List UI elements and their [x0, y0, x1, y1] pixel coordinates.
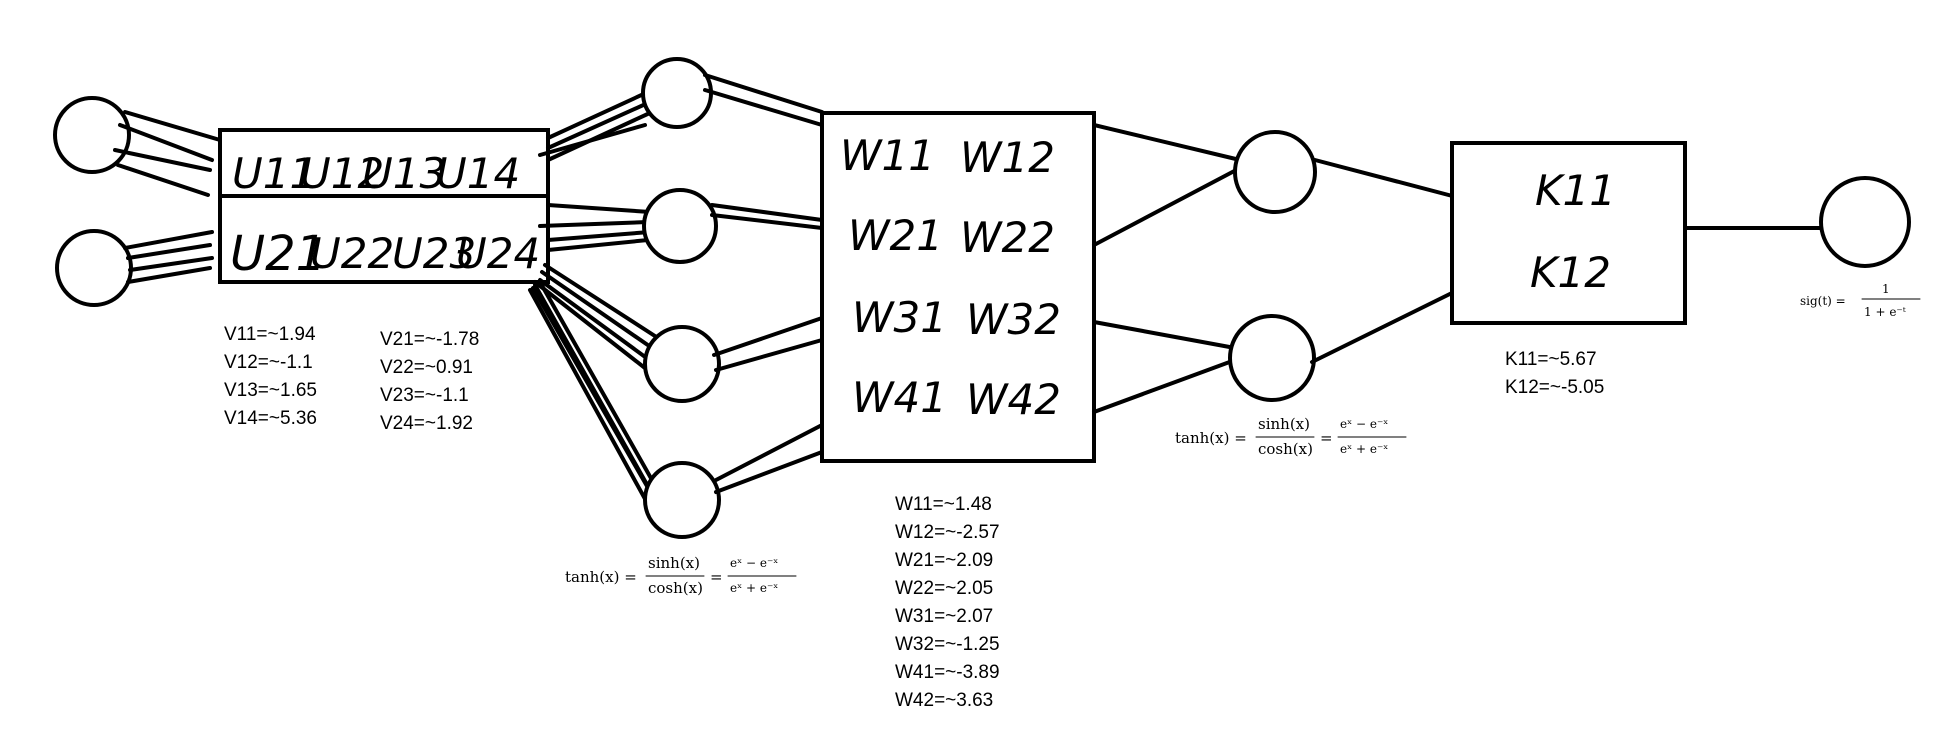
u-row-1: U11 U12 U13 U14 [232, 149, 520, 198]
w-label: W22 [960, 213, 1055, 262]
formula-equals: = [1320, 429, 1333, 447]
v-value: V14=~5.36 [224, 408, 317, 429]
formula-lhs: tanh(x) = [565, 568, 637, 586]
u-row-2: U21 U22 U23 U24 [230, 226, 540, 282]
formula-numerator: eˣ − e⁻ˣ [730, 556, 778, 570]
w-value: W11=~1.48 [895, 494, 992, 515]
formula-denominator: eˣ + e⁻ˣ [730, 581, 778, 595]
u-label: U22 [310, 229, 394, 278]
k-value: K12=~-5.05 [1505, 377, 1604, 398]
k-values-list: K11=~5.67 K12=~-5.05 [1505, 349, 1604, 398]
formula-denominator: eˣ + e⁻ˣ [1340, 442, 1388, 456]
formula-equals: = [710, 568, 723, 586]
u-label: U12 [300, 149, 384, 198]
w-value: W12=~-2.57 [895, 522, 1000, 543]
u-label: U24 [456, 229, 540, 278]
u-label: U23 [392, 229, 476, 278]
w-weights-box [820, 111, 1096, 463]
k-weights-box [1450, 141, 1687, 325]
w-label: W41 [852, 373, 947, 422]
v-value: V11=~1.94 [224, 324, 316, 345]
v-value: V23=~-1.1 [380, 385, 469, 406]
w-label: W21 [848, 211, 943, 260]
input-connections [113, 110, 222, 284]
formula-denominator: cosh(x) [648, 579, 703, 597]
u-to-hidden1-connections [528, 90, 660, 510]
u-label: U11 [232, 149, 316, 198]
formula-numerator: eˣ − e⁻ˣ [1340, 417, 1388, 431]
w-label: W42 [966, 375, 1061, 424]
v-value: V12=~-1.1 [224, 352, 313, 373]
w-label: W32 [966, 295, 1061, 344]
formula-lhs: tanh(x) = [1175, 429, 1247, 447]
k-label: K12 [1530, 248, 1611, 297]
u-label: U13 [362, 149, 446, 198]
output-node [1819, 176, 1911, 268]
w-label: W11 [840, 131, 935, 180]
hidden1-node-4 [643, 461, 721, 539]
k-box-labels: K11 K12 [1530, 166, 1616, 297]
hidden1-to-w-connections [703, 73, 824, 494]
w-value: W21=~2.09 [895, 550, 993, 571]
formula-numerator: sinh(x) [1258, 415, 1310, 433]
v-value: V22=~0.91 [380, 357, 473, 378]
v-value: V13=~1.65 [224, 380, 317, 401]
w-box-labels: W11 W12 W21 W22 W31 W32 W41 W42 [840, 131, 1061, 424]
w-label: W31 [852, 293, 947, 342]
v-values-col2: V21=~-1.78 V22=~0.91 V23=~-1.1 V24=~1.92 [380, 329, 479, 434]
w-values-list: W11=~1.48 W12=~-2.57 W21=~2.09 W22=~2.05… [895, 494, 1000, 711]
w-value: W41=~-3.89 [895, 662, 1000, 683]
tanh-formula-2: tanh(x) = sinh(x) cosh(x) = eˣ − e⁻ˣ eˣ … [1175, 415, 1407, 458]
u-label: U21 [230, 226, 326, 282]
hidden2-to-k-connections [1310, 158, 1464, 364]
k-label: K11 [1535, 166, 1616, 215]
hidden1-node-1 [641, 57, 713, 129]
w-label: W12 [960, 133, 1055, 182]
u-weights-box [218, 128, 550, 284]
v-value: V24=~1.92 [380, 413, 473, 434]
hidden1-node-3 [643, 325, 721, 403]
tanh-formula-1: tanh(x) = sinh(x) cosh(x) = eˣ − e⁻ˣ eˣ … [565, 554, 797, 597]
w-value: W22=~2.05 [895, 578, 993, 599]
w-to-hidden2-connections [1092, 123, 1242, 414]
input-node-1 [53, 96, 131, 174]
w-value: W31=~2.07 [895, 606, 993, 627]
w-value: W42=~3.63 [895, 690, 993, 711]
formula-lhs: sig(t) = [1800, 294, 1846, 308]
formula-numerator: 1 [1882, 282, 1890, 296]
formula-denominator: cosh(x) [1258, 440, 1313, 458]
w-value: W32=~-1.25 [895, 634, 1000, 655]
hidden2-node-1 [1233, 130, 1317, 214]
formula-numerator: sinh(x) [648, 554, 700, 572]
sigmoid-formula: sig(t) = 1 1 + e⁻ᵗ [1800, 282, 1921, 319]
v-value: V21=~-1.78 [380, 329, 479, 350]
formula-denominator: 1 + e⁻ᵗ [1864, 305, 1906, 319]
hidden2-node-2 [1228, 314, 1316, 402]
v-values-col1: V11=~1.94 V12=~-1.1 V13=~1.65 V14=~5.36 [224, 324, 317, 429]
u-label: U14 [436, 149, 520, 198]
k-value: K11=~5.67 [1505, 349, 1597, 370]
input-node-2 [55, 229, 133, 307]
hidden1-node-2 [642, 188, 718, 264]
